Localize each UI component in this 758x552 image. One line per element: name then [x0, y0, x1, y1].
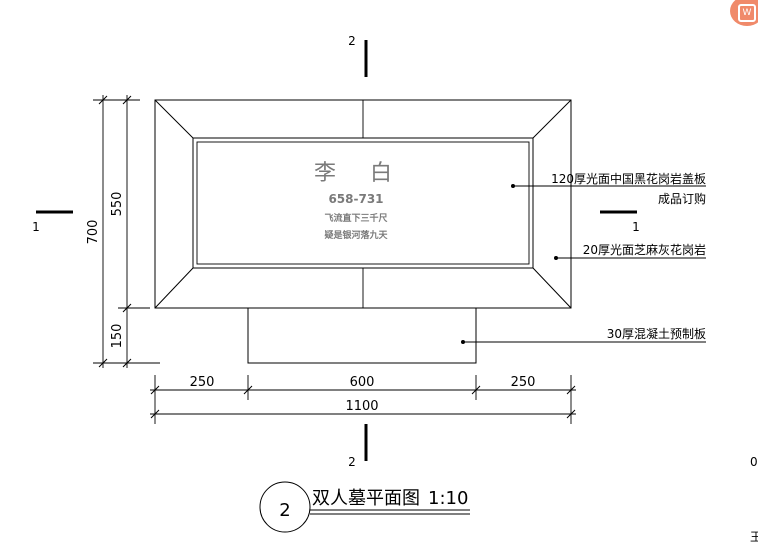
- miter-top-left: [154, 99, 194, 139]
- edge-mark-partial: 0: [750, 455, 758, 469]
- title-scale: 1:10: [428, 488, 468, 509]
- title-number-circle: [259, 481, 311, 533]
- section-mark-bottom-label: 2: [348, 455, 356, 469]
- stone-poem-line1: 飞流直下三千尺: [324, 212, 387, 224]
- note-granite: 20厚光面芝麻灰花岗岩: [583, 242, 706, 257]
- dim-tick-row1-c: [471, 385, 481, 395]
- dim-label-base-height: 150: [110, 324, 125, 349]
- dim-label-middle-width: 600: [350, 375, 375, 390]
- section-mark-top-label: 2: [348, 34, 356, 48]
- dim-tick-row2-a: [150, 409, 160, 419]
- miter-bottom-left: [154, 267, 194, 309]
- miter-top-right: [532, 99, 572, 139]
- dim-label-total-width: 1100: [345, 399, 378, 414]
- note-cap-slab: 120厚光面中国黑花岗岩盖板: [551, 171, 706, 186]
- dim-tick-top-outer: [98, 95, 108, 105]
- dim-tick-mid: [122, 303, 132, 313]
- dim-label-right-width: 250: [511, 375, 536, 390]
- note-concrete: 30厚混凝土预制板: [607, 326, 706, 341]
- section-mark-left-label: 1: [32, 220, 40, 234]
- inner-panel-inset: [196, 141, 530, 265]
- dim-tick-row1-b: [243, 385, 253, 395]
- note-cap-slab-sub: 成品订购: [658, 191, 706, 206]
- office-app-icon[interactable]: W: [730, 0, 758, 26]
- dim-tick-row1-a: [150, 385, 160, 395]
- dim-label-left-width: 250: [190, 375, 215, 390]
- stone-years: 658-731: [328, 192, 383, 206]
- stone-poem-line2: 疑是银河落九天: [324, 229, 388, 241]
- edge-mark-lower: 王: [750, 530, 758, 544]
- dim-tick-row1-d: [566, 385, 576, 395]
- dim-tick-bottom-outer: [98, 358, 108, 368]
- miter-bottom-right: [532, 267, 572, 309]
- office-app-glyph: W: [738, 4, 756, 22]
- dim-tick-row2-b: [566, 409, 576, 419]
- title-text: 双人墓平面图: [312, 488, 420, 509]
- section-mark-right-label: 1: [632, 220, 640, 234]
- dim-label-upper-height: 550: [110, 192, 125, 217]
- dim-tick-top-inner: [122, 95, 132, 105]
- dim-label-total-height: 700: [86, 220, 101, 245]
- base-slab: [247, 307, 477, 364]
- title-number: 2: [279, 500, 290, 521]
- dim-tick-bottom-inner: [122, 358, 132, 368]
- stone-name: 李 白: [314, 161, 398, 186]
